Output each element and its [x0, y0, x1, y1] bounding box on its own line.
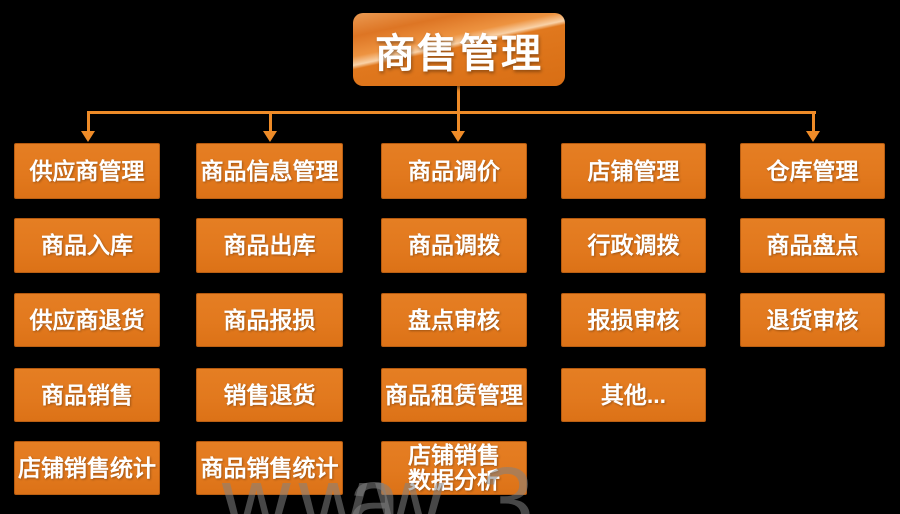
node-label: 供应商退货 — [29, 306, 145, 333]
node-goods-damage-report: 商品报损 — [196, 293, 343, 347]
node-goods-stocktake: 商品盘点 — [740, 218, 885, 273]
node-supplier-returns: 供应商退货 — [14, 293, 160, 347]
node-label: 店铺销售统计 — [18, 454, 156, 481]
node-sales-returns: 销售退货 — [196, 368, 343, 422]
node-label: 销售退货 — [223, 381, 316, 408]
node-warehouse-management: 仓库管理 — [740, 143, 885, 199]
node-label: 商品入库 — [41, 232, 133, 258]
node-goods-sales: 商品销售 — [14, 368, 160, 422]
node-label: 行政调拨 — [587, 232, 680, 258]
node-admin-transfer: 行政调拨 — [561, 218, 706, 273]
node-label: 商品租赁管理 — [385, 381, 523, 408]
connector-drop-col2 — [269, 111, 272, 133]
node-label: 退货审核 — [766, 306, 859, 333]
node-label: 商品销售 — [41, 381, 133, 408]
node-stocktake-review: 盘点审核 — [381, 293, 527, 347]
node-label: 仓库管理 — [766, 157, 859, 184]
node-label: 商品销售统计 — [200, 454, 339, 481]
node-goods-inbound: 商品入库 — [14, 218, 160, 273]
node-goods-outbound: 商品出库 — [196, 218, 343, 273]
node-store-sales-stats: 店铺销售统计 — [14, 441, 160, 495]
node-goods-price-adjust: 商品调价 — [381, 143, 527, 199]
node-label: 盘点审核 — [408, 306, 500, 333]
connector-drop-col5 — [812, 111, 815, 133]
node-goods-info-management: 商品信息管理 — [196, 143, 343, 199]
node-supplier-management: 供应商管理 — [14, 143, 160, 199]
root-node-sales-management: 商售管理 — [353, 13, 565, 86]
node-label: 商品调拨 — [408, 232, 500, 258]
node-goods-sales-stats: 商品销售统计 — [196, 441, 343, 495]
node-store-sales-data-analysis: 店铺销售 数据分析 — [381, 441, 527, 495]
root-node-label: 商售管理 — [375, 31, 543, 76]
node-label: 供应商管理 — [29, 157, 145, 184]
connector-trunk — [457, 86, 460, 133]
node-goods-rental-management: 商品租赁管理 — [381, 368, 527, 422]
connector-drop-col1 — [87, 111, 90, 133]
node-label: 商品报损 — [223, 306, 316, 333]
node-label: 商品盘点 — [766, 232, 859, 258]
node-others: 其他... — [561, 368, 706, 422]
node-label: 店铺管理 — [587, 157, 680, 184]
node-label: 商品信息管理 — [200, 157, 339, 184]
arrow-down-icon-col2 — [263, 131, 277, 142]
node-label: 其他... — [600, 381, 667, 408]
arrow-down-icon-col5 — [806, 131, 820, 142]
node-returns-review: 退货审核 — [740, 293, 885, 347]
arrow-down-icon-col3 — [451, 131, 465, 142]
node-label: 商品调价 — [408, 157, 500, 184]
node-damage-review: 报损审核 — [561, 293, 706, 347]
node-label: 报损审核 — [587, 306, 680, 333]
arrow-down-icon-col1 — [81, 131, 95, 142]
connector-horizontal — [88, 111, 816, 114]
node-goods-transfer: 商品调拨 — [381, 218, 527, 273]
node-label: 商品出库 — [223, 232, 316, 258]
node-store-management: 店铺管理 — [561, 143, 706, 199]
node-label: 店铺销售 数据分析 — [408, 442, 500, 493]
